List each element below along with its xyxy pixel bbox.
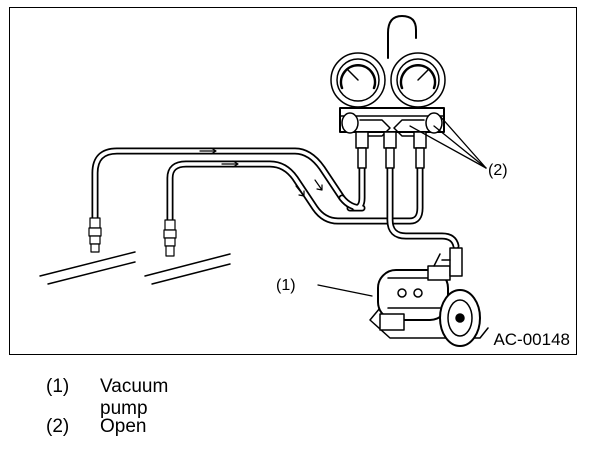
legend-number: (2) (46, 416, 70, 437)
flow-arrows (199, 147, 323, 197)
diagram-frame: (2) (1) AC-00148 (9, 7, 577, 355)
legend-number: (1) (46, 376, 70, 397)
legend-label: Vacuum pump (100, 376, 169, 419)
callout-1-leader (317, 284, 373, 297)
hose-center (386, 164, 460, 250)
callout-2-leaders (409, 115, 487, 169)
legend-label: Open (100, 416, 147, 437)
service-pipes (39, 251, 231, 285)
hose-high-side (166, 160, 424, 226)
figure-id: AC-00148 (493, 330, 570, 349)
vacuum-pump (369, 247, 489, 347)
manifold-gauge-set (330, 15, 446, 169)
hose-connectors (88, 217, 177, 257)
hose-low-side (91, 147, 366, 224)
callout-1-label: (1) (276, 277, 296, 294)
callout-2-label: (2) (488, 162, 508, 179)
hose-diagram (39, 15, 489, 347)
